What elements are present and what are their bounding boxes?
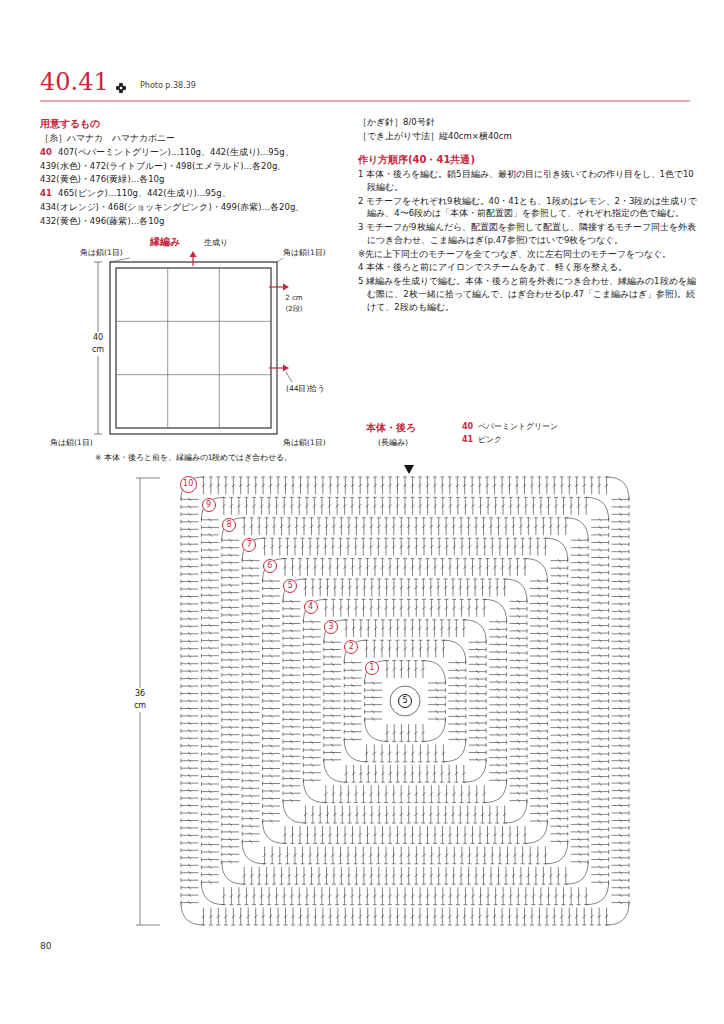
page-text: ［でき上がり寸法］縦40cm×横40cm bbox=[358, 130, 688, 143]
page-title: 40.41 bbox=[40, 68, 109, 97]
page-text: 40 bbox=[462, 421, 473, 433]
leader-line bbox=[110, 258, 130, 262]
page-text: 439(水色)・472(ライトブルー)・498(エメラルド)…各20g、 bbox=[40, 160, 352, 173]
round-number-text: 5 bbox=[288, 582, 293, 590]
round-number-text: 9 bbox=[206, 501, 211, 509]
round-number: 5 bbox=[283, 579, 297, 593]
round-number-text: 4 bbox=[308, 603, 313, 611]
page-text: 432(黄色)・496(藤紫)…各10g bbox=[40, 215, 352, 228]
stitch-chart bbox=[181, 477, 629, 925]
page-text: 40 bbox=[40, 146, 52, 159]
page-text: 41 bbox=[40, 187, 52, 200]
page-text: 80 bbox=[40, 940, 51, 954]
direction-arrow bbox=[283, 365, 289, 372]
dimension-tick bbox=[94, 434, 102, 435]
page-text: 4 本体・後ろと前にアイロンでスチームをあて、軽く形を整える。 bbox=[358, 261, 699, 274]
chain-ring bbox=[390, 686, 420, 716]
motif-grid bbox=[116, 374, 271, 375]
page-text: (44目)拾う bbox=[286, 383, 325, 394]
round-number: 9 bbox=[202, 498, 216, 512]
dimension-tick bbox=[94, 262, 102, 263]
page-text: 40 cm bbox=[87, 332, 109, 356]
leader-line bbox=[277, 258, 283, 262]
leader-line bbox=[286, 372, 292, 382]
round-number: 10 bbox=[180, 476, 197, 493]
motif-grid bbox=[116, 321, 271, 322]
chain-count: 5 bbox=[398, 694, 412, 708]
round-number-text: 10 bbox=[183, 480, 193, 488]
motif-grid bbox=[219, 268, 220, 428]
page-text: 用意するもの bbox=[40, 116, 100, 131]
page-text: 36 cm bbox=[128, 688, 152, 712]
flower-petal bbox=[119, 89, 123, 93]
page-text: ※先に上下同士のモチーフを全てつなぎ、次に左右同士のモチーフをつなぐ。 bbox=[358, 248, 699, 261]
page-text: 3 モチーフが9枚編んだら、配置図を参照して配置し、隣接するモチーフ同士を外表に… bbox=[358, 221, 699, 247]
page-text: ［かぎ針］8/0号針 bbox=[358, 116, 688, 129]
header-rule bbox=[40, 101, 690, 102]
direction-arrow bbox=[190, 251, 197, 257]
page-text: 角は鎖(1目) bbox=[50, 437, 93, 448]
round-number-text: 7 bbox=[247, 541, 252, 549]
round-number: 7 bbox=[242, 538, 256, 552]
round-number: 4 bbox=[304, 600, 318, 614]
motif-grid bbox=[167, 268, 168, 428]
page-text: 41 bbox=[462, 434, 473, 446]
page-text: ※ 本体・後ろと前を、縁編みの1段めではぎ合わせる。 bbox=[95, 452, 292, 463]
page-text: 角は鎖(1目) bbox=[80, 247, 123, 258]
round-number-text: 3 bbox=[328, 623, 333, 631]
page-text: 本体・後ろ bbox=[366, 420, 416, 435]
page-text: 432(黄色)・476(黄緑)…各10g bbox=[40, 173, 352, 186]
dimension-tick bbox=[136, 925, 160, 926]
page-text: 5 縁編みを生成りで編む。本体・後ろと前を外表につき合わせ、縁編みの1段めを編む… bbox=[358, 275, 699, 313]
round-number: 6 bbox=[263, 559, 277, 573]
page-text: (長編み) bbox=[378, 437, 408, 448]
page-text: 作り方順序(40・41共通) bbox=[358, 152, 475, 167]
page-text: 角は鎖(1目) bbox=[283, 437, 326, 448]
page-text: 465(ピンク)…110g、442(生成り)…95g、 bbox=[58, 187, 352, 200]
direction-arrow bbox=[283, 284, 289, 291]
page-text: 生成り bbox=[204, 237, 228, 249]
dimension-tick bbox=[136, 478, 160, 479]
round-number-text: 8 bbox=[226, 521, 231, 529]
round-number-text: 5 bbox=[402, 697, 407, 705]
page-text: ピンク bbox=[478, 434, 502, 446]
page-text: ペパーミントグリーン bbox=[478, 421, 558, 433]
direction-arrow bbox=[269, 367, 284, 368]
page-text: Photo p.38.39 bbox=[140, 80, 196, 92]
round-number: 1 bbox=[365, 661, 379, 675]
round-number-text: 6 bbox=[267, 562, 272, 570]
body-square bbox=[116, 268, 271, 428]
flower-petal bbox=[119, 83, 123, 87]
direction-arrow bbox=[192, 256, 193, 266]
round-number: 2 bbox=[344, 640, 358, 654]
page-text: 2 cm (2段) bbox=[281, 293, 307, 314]
border-frame bbox=[110, 262, 277, 434]
flower-icon bbox=[116, 83, 126, 93]
page-text: 1 本体・後ろを編む。鎖5目編み、最初の目に引き抜いてわの作り目をし、1色で10… bbox=[358, 168, 699, 194]
page-text: 縁編み bbox=[150, 234, 180, 249]
page-text: 407(ペパーミントグリーン)…110g、442(生成り)…95g、 bbox=[58, 146, 352, 159]
flower-center bbox=[120, 87, 122, 89]
page-text: 角は鎖(1目) bbox=[283, 247, 326, 258]
page-text: 434(オレンジ)・468(ショッキングピンク)・499(赤紫)…各20g、 bbox=[40, 201, 352, 214]
round-number-text: 2 bbox=[349, 643, 354, 651]
page-text: ［糸］ハマナカ ハマナカボニー bbox=[40, 132, 352, 145]
round-number-text: 1 bbox=[369, 664, 374, 672]
direction-arrow bbox=[269, 286, 284, 287]
page-text: 2 モチーフをそれぞれ9枚編む。40・41とも、1段めはレモン、2・3段めは生成… bbox=[358, 195, 699, 221]
round-number: 8 bbox=[222, 518, 236, 532]
round-number: 3 bbox=[324, 620, 338, 634]
start-marker bbox=[404, 465, 414, 474]
